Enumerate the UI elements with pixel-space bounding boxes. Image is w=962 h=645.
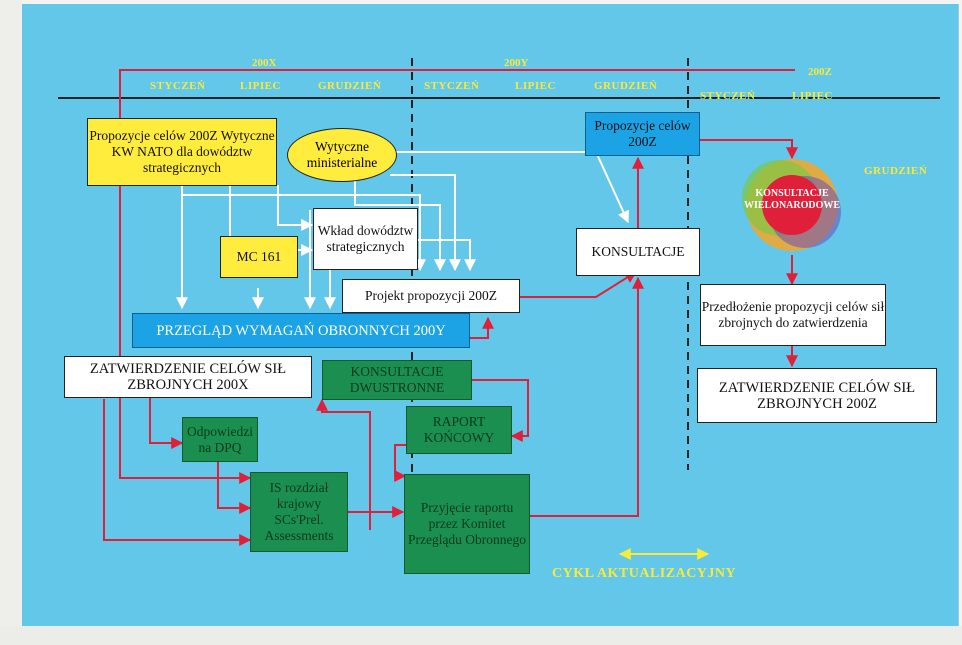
propozycje-200z-box: Propozycje celów 200Z [585,112,700,156]
mc161-box: MC 161 [220,236,298,278]
przyjecie-raportu-box: Przyjęcie raportu przez Komitet Przegląd… [404,474,530,574]
is-rozdzial-box: IS rozdział krajowy SCs'Prel. Assessment… [250,472,348,552]
page-margin [0,0,22,645]
odpowiedzi-dpq-box: Odpowiedzi na DPQ [182,417,258,462]
wklad-box: Wkład dowództw strategicznych [313,208,418,270]
cykl-aktualizacyjny-label: CYKL AKTUALIZACYJNY [552,566,737,581]
zatwierdzenie-200z-box: ZATWIERDZENIE CELÓW SIŁ ZBROJNYCH 200Z [697,368,937,423]
month-label: GRUDZIEŃ [318,80,382,92]
zatwierdzenie-200x-box: ZATWIERDZENIE CELÓW SIŁ ZBROJNYCH 200X [64,356,312,398]
konsultacje-box: KONSULTACJE [576,228,700,276]
month-label: GRUDZIEŃ [594,80,658,92]
wytyczne-ministerialne-ellipse: Wytyczne ministerialne [287,128,397,182]
year-label: 200X [252,57,277,69]
page-bottom [0,626,962,645]
month-label: LIPIEC [792,90,833,102]
projekt-box: Projekt propozycji 200Z [342,279,520,313]
propozycje-nato-box: Propozycje celów 200Z Wytyczne KW NATO d… [87,118,277,186]
month-label: STYCZEŃ [700,90,756,102]
month-label: LIPIEC [515,80,556,92]
konsultacje-dwustronne-box: KONSULTACJE DWUSTRONNE [322,360,472,400]
month-label: GRUDZIEŃ [864,165,928,177]
przedlozenie-box: Przedłożenie propozycji celów sił zbrojn… [700,284,886,346]
month-label: STYCZEŃ [424,80,480,92]
year-label: 200Z [808,66,832,78]
przeglad-box: PRZEGLĄD WYMAGAŃ OBRONNYCH 200Y [132,313,470,348]
raport-koncowy-box: RAPORT KOŃCOWY [406,406,512,454]
month-label: STYCZEŃ [150,80,206,92]
konsultacje-wielonarodowe-label: KONSULTACJE WIELONARODOWE [743,188,841,211]
year-label: 200Y [504,57,529,69]
month-label: LIPIEC [240,80,281,92]
